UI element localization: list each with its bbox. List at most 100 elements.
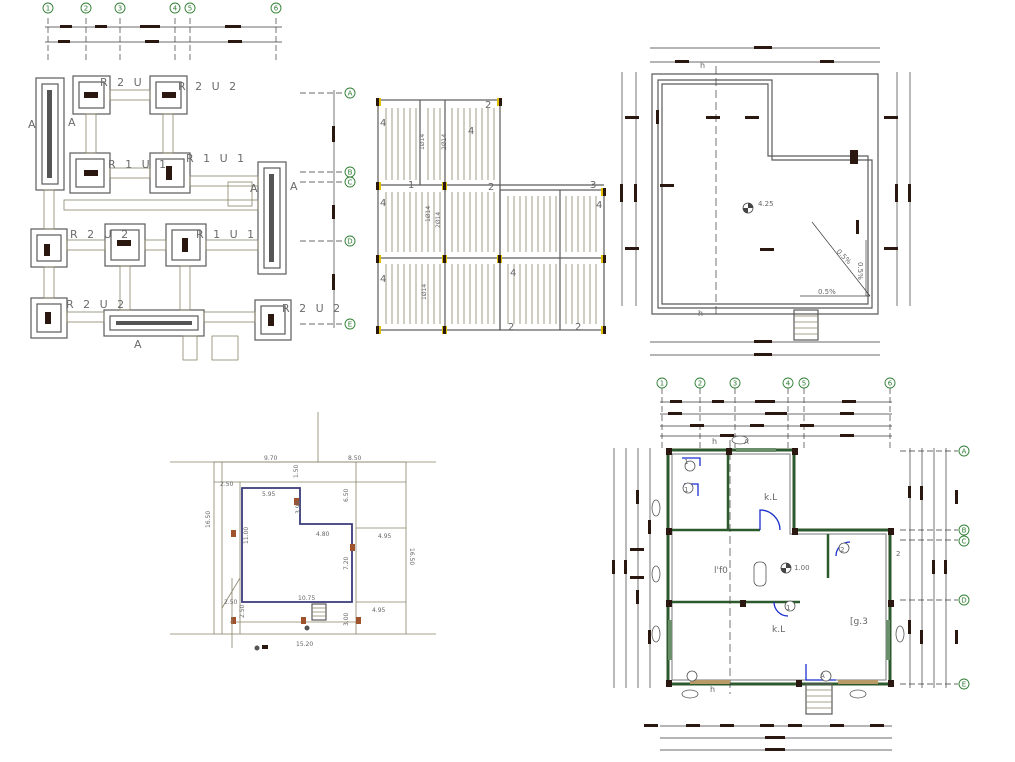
- site-plan: 9.70 8.50 2.50 1.50 5.95 3.90 6.50 16.50…: [170, 412, 436, 651]
- svg-text:2: 2: [488, 182, 494, 193]
- svg-text:4: 4: [380, 198, 386, 209]
- grid-label: 1: [46, 5, 50, 13]
- door-swing-icon: [773, 601, 789, 617]
- svg-text:h: h: [700, 61, 705, 70]
- grid-bubble-4: [169, 2, 181, 14]
- joists: [385, 108, 597, 324]
- svg-text:16.50: 16.50: [408, 548, 415, 565]
- svg-text:1: 1: [684, 486, 688, 494]
- footing-label: R 2 U 2: [178, 80, 239, 93]
- svg-text:4: 4: [468, 126, 474, 137]
- svg-text:4.95: 4.95: [378, 533, 392, 540]
- svg-text:A: A: [820, 672, 825, 680]
- svg-text:4.95: 4.95: [372, 607, 386, 614]
- grid-label: 2: [84, 5, 88, 13]
- svg-text:3.00: 3.00: [343, 612, 350, 626]
- floor-level: 1.00: [794, 564, 810, 572]
- svg-text:E: E: [348, 321, 352, 329]
- door-swing-icon: [759, 509, 781, 531]
- section-mark: A: [250, 182, 261, 195]
- svg-text:A: A: [962, 448, 967, 456]
- grid-label: 3: [118, 5, 122, 13]
- svg-text:h: h: [712, 437, 717, 446]
- svg-text:D: D: [961, 597, 966, 605]
- roof-level: 4.25: [758, 200, 774, 208]
- grid-bubble-5: [184, 2, 196, 14]
- slab-labels: 2 4 4 1 2 4 3 4 4 4 2 2 1Ø14 2Ø14 1Ø14 2…: [380, 100, 602, 333]
- slab-columns: [376, 98, 606, 334]
- roof-plan: 4.25 0.5% 0.5% 0.5% h h: [620, 46, 911, 356]
- svg-text:4: 4: [510, 268, 516, 279]
- svg-text:2: 2: [698, 380, 702, 388]
- footings: [30, 75, 292, 361]
- svg-text:16.50: 16.50: [205, 511, 212, 528]
- svg-text:B: B: [962, 527, 967, 535]
- foundation-plan: 1 2 3 4 5 6 A B C: [28, 2, 356, 361]
- svg-text:A: A: [348, 90, 353, 98]
- svg-text:2Ø14: 2Ø14: [435, 212, 442, 228]
- svg-text:7.20: 7.20: [343, 556, 350, 570]
- svg-text:4: 4: [380, 274, 386, 285]
- grid-bubble-1: [42, 2, 54, 14]
- slab-plan: 2 4 4 1 2 4 3 4 4 4 2 2 1Ø14 2Ø14 1Ø14 2…: [376, 98, 606, 334]
- svg-text:11.00: 11.00: [243, 527, 250, 544]
- footing-label: R 2 U 2: [282, 302, 343, 315]
- svg-text:1Ø14: 1Ø14: [421, 284, 428, 300]
- section-mark: A: [290, 180, 301, 193]
- section-mark: A: [28, 118, 39, 131]
- svg-text:9.70: 9.70: [264, 455, 278, 462]
- svg-text:2.50: 2.50: [224, 599, 238, 606]
- svg-text:2.50: 2.50: [239, 604, 246, 618]
- svg-text:0.5%: 0.5%: [835, 248, 853, 266]
- grid-label: 6: [274, 5, 279, 13]
- svg-text:2: 2: [840, 546, 844, 554]
- svg-text:1Ø14: 1Ø14: [419, 134, 426, 150]
- svg-text:4: 4: [380, 118, 386, 129]
- svg-text:3: 3: [733, 380, 737, 388]
- svg-text:B: B: [348, 169, 353, 177]
- svg-text:10.75: 10.75: [298, 595, 315, 602]
- svg-text:4: 4: [786, 380, 791, 388]
- room-label: [g.3: [850, 617, 868, 627]
- footing-label: R 1 U 1: [108, 158, 169, 171]
- svg-text:1: 1: [408, 180, 414, 191]
- ground-floor-plan: 1 2 3 4 5 6 A B C D E: [612, 377, 970, 751]
- grid-bubble-3: [114, 2, 126, 14]
- svg-text:6.50: 6.50: [343, 488, 350, 502]
- svg-text:2.50: 2.50: [220, 481, 234, 488]
- svg-text:2Ø14: 2Ø14: [441, 134, 448, 150]
- svg-text:8.50: 8.50: [348, 455, 362, 462]
- svg-text:5: 5: [802, 380, 806, 388]
- footing-label: R 2 U 2: [70, 228, 131, 241]
- grid-label: 4: [173, 5, 178, 13]
- svg-text:4: 4: [596, 200, 602, 211]
- svg-text:1: 1: [786, 604, 790, 612]
- svg-text:3.90: 3.90: [295, 500, 302, 514]
- svg-text:2: 2: [485, 100, 491, 111]
- svg-text:1: 1: [684, 458, 688, 466]
- svg-text:2: 2: [896, 550, 900, 558]
- svg-text:C: C: [348, 179, 353, 187]
- footing-label: R 1 U 1: [196, 228, 257, 241]
- grid-bubble-6: [270, 2, 282, 14]
- section-mark: A: [68, 116, 79, 129]
- svg-text:5.95: 5.95: [262, 491, 276, 498]
- section-marks: A A A A A: [28, 116, 301, 351]
- svg-text:1Ø14: 1Ø14: [425, 206, 432, 222]
- grid-label: 5: [188, 5, 192, 13]
- svg-text:2: 2: [575, 322, 581, 333]
- svg-text:h: h: [710, 685, 715, 694]
- footing-label: R 2 U: [100, 76, 145, 89]
- svg-text:3: 3: [590, 180, 596, 191]
- svg-text:2: 2: [508, 322, 514, 333]
- svg-text:6: 6: [888, 380, 893, 388]
- svg-text:E: E: [962, 681, 966, 689]
- svg-text:4.80: 4.80: [316, 531, 330, 538]
- footing-label: R 1 U 1: [186, 152, 247, 165]
- site-dimensions: 9.70 8.50 2.50 1.50 5.95 3.90 6.50 16.50…: [205, 455, 415, 648]
- section-mark: A: [134, 338, 145, 351]
- room-label: k.L: [772, 625, 785, 635]
- svg-text:0.5%: 0.5%: [856, 262, 864, 280]
- svg-text:h: h: [698, 309, 703, 318]
- grid-bubble-2: [80, 2, 92, 14]
